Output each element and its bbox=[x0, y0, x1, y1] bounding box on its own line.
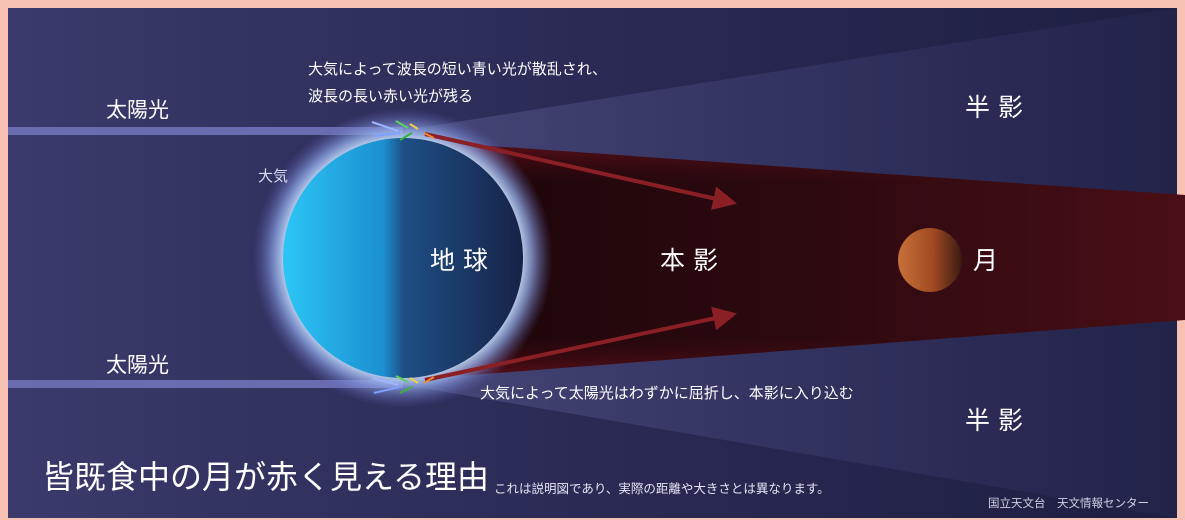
disclaimer-note: これは説明図であり、実際の距離や大きさとは異なります。 bbox=[494, 481, 830, 496]
diagram-title: 皆既食中の月が赤く見える理由 bbox=[42, 458, 490, 496]
penumbra-label-top: 半 影 bbox=[965, 93, 1023, 122]
sunlight-beam-top bbox=[8, 127, 403, 135]
scatter-annotation-line1: 大気によって波長の短い青い光が散乱され、 bbox=[308, 60, 607, 78]
refracted-light-arrow-top bbox=[424, 132, 738, 211]
moon-label: 月 bbox=[973, 246, 999, 275]
sunlight-beam-bottom bbox=[8, 380, 403, 388]
scattered-light-arrows-bottom bbox=[371, 375, 435, 394]
refracted-light-arrow-bottom bbox=[424, 306, 738, 382]
sunlight-label-bottom: 太陽光 bbox=[106, 353, 169, 377]
umbra-label: 本 影 bbox=[660, 246, 718, 275]
penumbra-label-bottom: 半 影 bbox=[965, 406, 1023, 435]
moon-disc bbox=[898, 228, 962, 292]
credit-text: 国立天文台 天文情報センター bbox=[988, 496, 1149, 510]
scatter-annotation-line2: 波長の長い赤い光が残る bbox=[308, 87, 474, 105]
atmosphere-label: 大気 bbox=[258, 167, 289, 185]
scattered-light-arrows-top bbox=[371, 120, 435, 141]
earth-disc bbox=[283, 138, 523, 378]
earth-label: 地 球 bbox=[430, 246, 488, 275]
umbra-edge-glow bbox=[405, 140, 1185, 380]
sunlight-label-top: 太陽光 bbox=[106, 98, 169, 122]
refraction-annotation: 大気によって太陽光はわずかに屈折し、本影に入り込む bbox=[480, 384, 854, 402]
